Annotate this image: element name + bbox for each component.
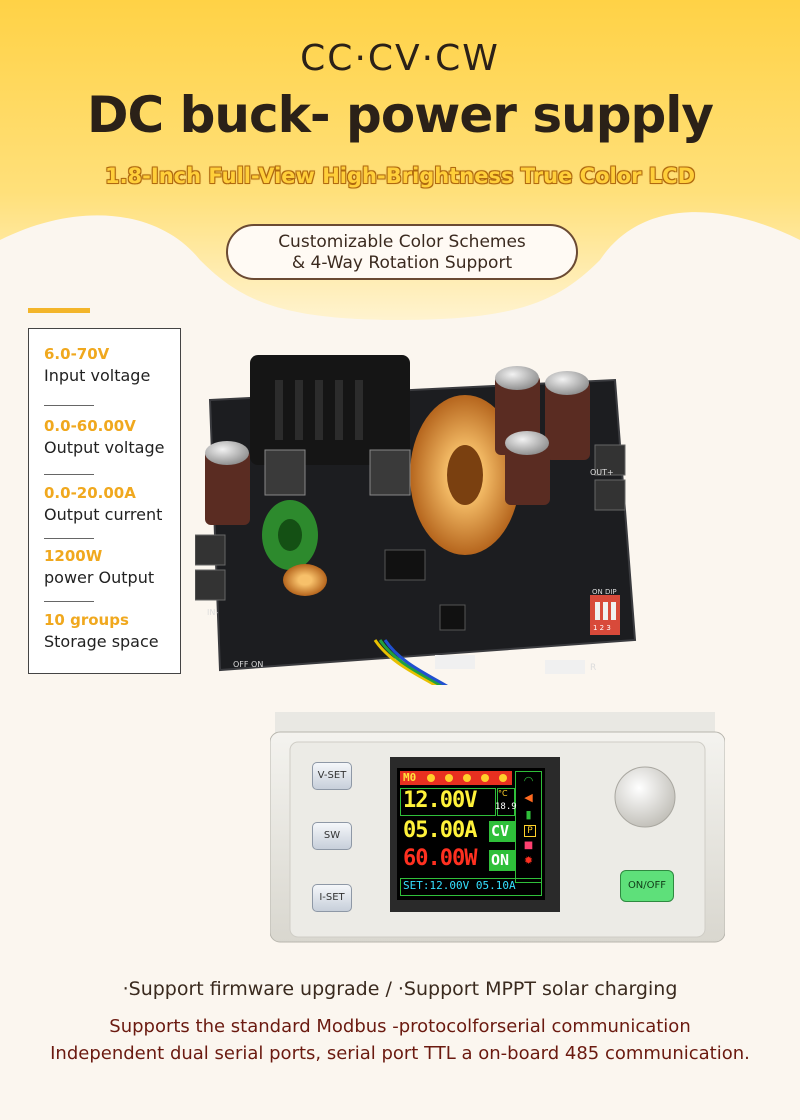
lcd-setpoint: SET:12.00V 05.10A xyxy=(403,879,516,892)
board-label-in: IN- xyxy=(207,608,218,617)
speaker-icon: ◀ xyxy=(524,791,533,804)
spec-output-current: 0.0-20.00A Output current xyxy=(44,484,174,524)
accent-bar xyxy=(28,308,90,313)
dot-icon xyxy=(463,774,471,782)
lcd-mode: CV xyxy=(491,822,510,840)
capacitors xyxy=(205,366,590,525)
spec-power-output: 1200W power Output xyxy=(44,547,174,587)
circuit-board-illustration: OUT+ IN- OFF ON ON DIP 1 2 3 R xyxy=(195,355,637,685)
lcd-subtitle: 1.8-Inch Full-View High-Brightness True … xyxy=(104,164,696,188)
state-badge xyxy=(489,850,515,871)
voltage-box xyxy=(400,788,496,816)
spec-label: Output voltage xyxy=(44,438,165,457)
dot-icon xyxy=(445,774,453,782)
lcd-temp: 18.9 xyxy=(495,802,517,812)
divider xyxy=(44,601,94,602)
lcd-state: ON xyxy=(491,851,510,869)
feature-line-firmware: ·Support firmware upgrade / ·Support MPP… xyxy=(122,978,678,1000)
dot-icon xyxy=(481,774,489,782)
divider xyxy=(44,474,94,475)
rotary-knob[interactable] xyxy=(615,767,675,827)
board-label-out: OUT+ xyxy=(590,468,614,477)
board-label-off-on: OFF ON xyxy=(233,660,263,669)
spec-value: 10 groups xyxy=(44,611,129,629)
spec-panel: 6.0-70V Input voltage 0.0-60.00V Output … xyxy=(28,328,181,674)
temp-box xyxy=(497,788,515,816)
divider xyxy=(44,538,94,539)
spec-value: 0.0-60.00V xyxy=(44,417,136,435)
lcd-status-bar xyxy=(400,771,512,785)
onoff-button[interactable]: ON/OFF xyxy=(620,870,674,902)
spec-value: 1200W xyxy=(44,547,103,565)
lcd-memory: M0 xyxy=(403,771,417,784)
pill-line-2: & 4-Way Rotation Support xyxy=(291,253,513,273)
feature-line-serial: Independent dual serial ports, serial po… xyxy=(50,1043,750,1064)
dot-icon xyxy=(427,774,435,782)
dot-icon xyxy=(499,774,507,782)
board-label-r: R xyxy=(590,663,596,673)
page-title: DC buck- power supply xyxy=(86,86,714,144)
vset-button[interactable]: V-SET xyxy=(312,762,352,790)
mode-badge xyxy=(489,821,515,842)
divider xyxy=(44,405,94,406)
spec-label: Storage space xyxy=(44,632,159,651)
sw-button[interactable]: SW xyxy=(312,822,352,850)
spec-storage: 10 groups Storage space xyxy=(44,611,174,651)
setpoint-box xyxy=(400,878,542,896)
lcd-power: 60.00W xyxy=(403,846,477,871)
lcd-voltage: 12.00V xyxy=(403,788,477,813)
board-label-dip: ON DIP xyxy=(592,588,617,596)
lcd-current: 05.00A xyxy=(403,818,477,843)
p-icon: P xyxy=(524,825,536,837)
spec-label: power Output xyxy=(44,568,155,587)
spec-label: Input voltage xyxy=(44,366,151,385)
spec-output-voltage: 0.0-60.00V Output voltage xyxy=(44,417,174,457)
feature-line-modbus: Supports the standard Modbus -protocolfo… xyxy=(109,1016,691,1037)
mode-heading: CC·CV·CW xyxy=(300,38,500,79)
spec-input-voltage: 6.0-70V Input voltage xyxy=(44,345,174,385)
wifi-icon: ◠ xyxy=(523,774,534,787)
spec-value: 6.0-70V xyxy=(44,345,110,363)
lcd-icon-column: ◠ ◀ ▮ P ■ ✹ xyxy=(515,771,542,883)
brightness-icon: ✹ xyxy=(523,854,534,867)
iset-button[interactable]: I-SET xyxy=(312,884,352,912)
pill-line-1: Customizable Color Schemes xyxy=(278,232,526,252)
spec-value: 0.0-20.00A xyxy=(44,484,136,502)
battery-icon: ▮ xyxy=(525,808,532,821)
lcd-screen: M0 ◠ ◀ ▮ P ■ ✹ 12.00V °C 18.9 05.00A CV … xyxy=(397,768,545,900)
board-label-dip-numbers: 1 2 3 xyxy=(593,624,611,632)
lock-icon: ■ xyxy=(523,840,534,851)
spec-label: Output current xyxy=(44,505,163,524)
feature-pill: Customizable Color Schemes & 4-Way Rotat… xyxy=(226,224,578,280)
temp-unit: °C xyxy=(498,789,508,798)
